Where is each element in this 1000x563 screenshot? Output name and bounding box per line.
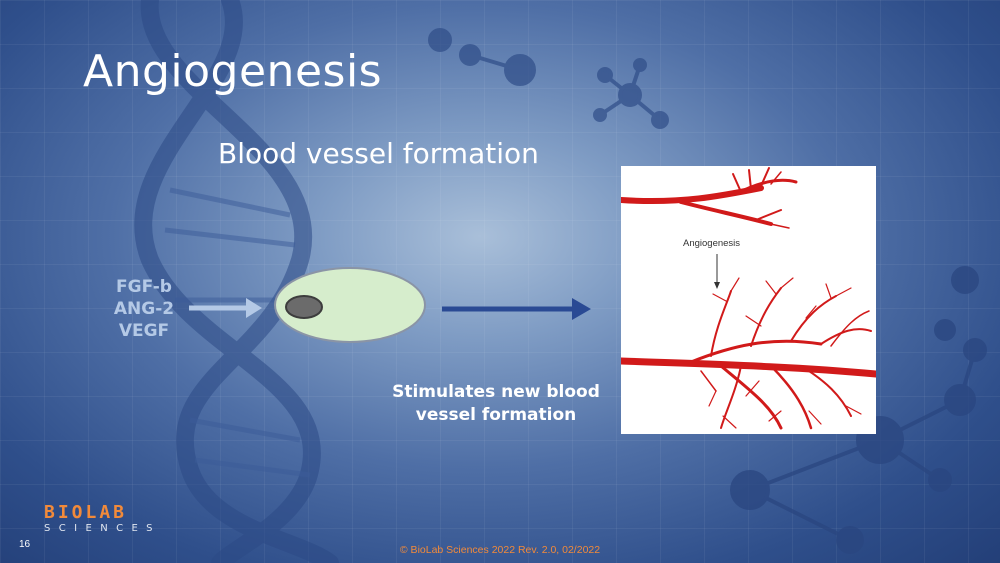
right-arrow-icon [189, 298, 262, 318]
right-arrow-icon [442, 298, 591, 320]
angiogenesis-illustration: Angiogenesis [617, 166, 880, 434]
blood-vessel-icon [617, 167, 880, 430]
logo-sub-text: SCIENCES [44, 523, 161, 534]
slide-title: Angiogenesis [83, 46, 383, 97]
growth-factor-item: ANG-2 [113, 299, 175, 319]
stimulates-line: Stimulates new blood [392, 382, 600, 402]
cell-icon [274, 267, 426, 343]
illustration-label: Angiogenesis [683, 238, 741, 249]
biolab-logo: BIOLAB SCIENCES [44, 504, 161, 535]
growth-factor-list: FGF-b ANG-2 VEGF [96, 276, 192, 342]
page-number: 16 [19, 539, 31, 550]
slide-subtitle: Blood vessel formation [218, 137, 539, 170]
footer-copyright: © BioLab Sciences 2022 Rev. 2.0, 02/2022 [399, 544, 601, 556]
growth-factor-item: FGF-b [116, 277, 172, 297]
dna-helix-icon [134, 0, 339, 563]
growth-factor-item: VEGF [118, 321, 170, 341]
stimulates-caption: Stimulates new blood vessel formation [372, 381, 620, 427]
molecule-icon [428, 28, 669, 129]
stimulates-line: vessel formation [415, 405, 577, 425]
logo-main-text: BIOLAB [44, 502, 128, 523]
